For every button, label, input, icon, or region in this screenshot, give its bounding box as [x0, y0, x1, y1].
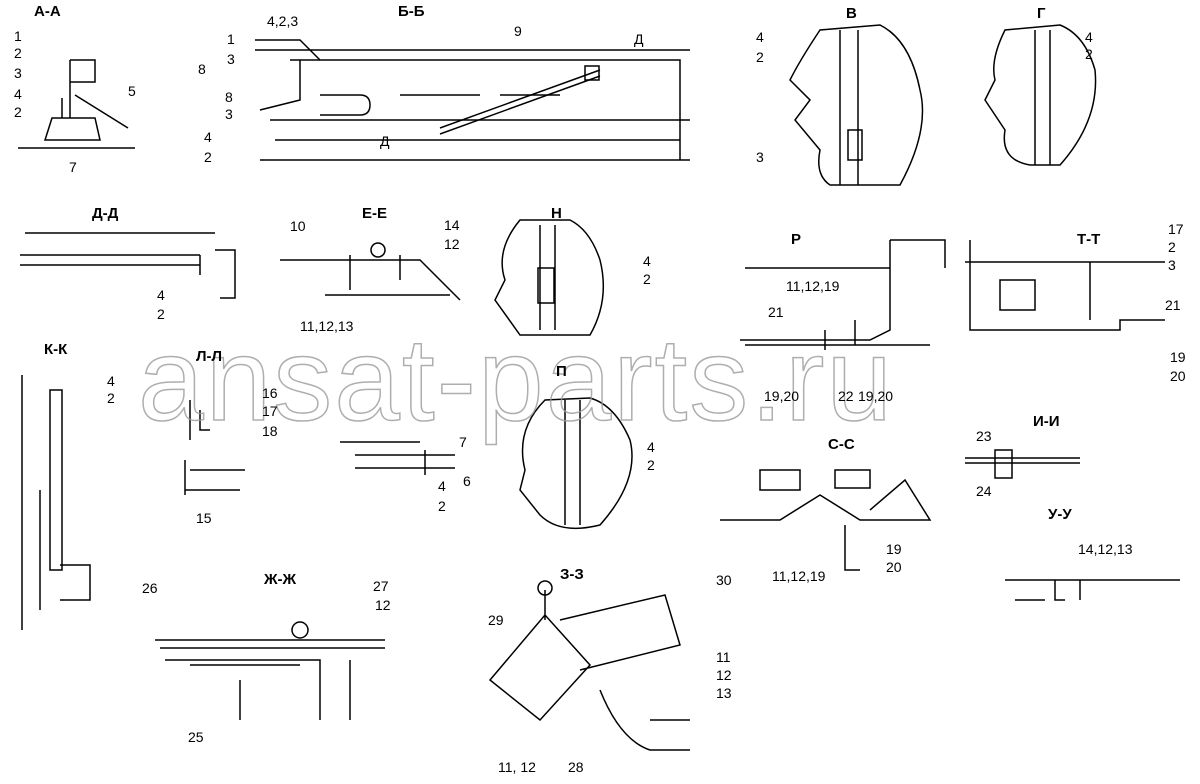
callout-label: Д	[380, 133, 390, 149]
callout-label: 21	[768, 304, 784, 320]
callout-label: 9	[514, 23, 522, 39]
callout-label: 2	[204, 149, 212, 165]
callout-label: 2	[1168, 239, 1176, 255]
section-title: Б-Б	[398, 3, 425, 20]
callout-label: 18	[262, 423, 278, 439]
line-art	[18, 24, 1180, 751]
callout-label: 19,20	[764, 388, 799, 404]
callout-label: 3	[14, 65, 22, 81]
callout-label: 4	[157, 287, 165, 303]
callout-label: 11	[716, 649, 731, 665]
callout-label: 2	[14, 104, 22, 120]
callout-label: 4,2,3	[267, 13, 298, 29]
callout-label: 4	[204, 129, 212, 145]
callout-label: 8	[225, 89, 233, 105]
callout-label: 2	[1085, 46, 1093, 62]
callout-label: 2	[438, 498, 446, 514]
callout-label: 22	[838, 388, 854, 404]
callout-label: 2	[107, 390, 115, 406]
callout-label: 3	[227, 51, 235, 67]
section-title: Т-Т	[1077, 231, 1100, 248]
callout-label: 13	[716, 685, 732, 701]
section-title: Д-Д	[92, 205, 119, 222]
callout-label: 12	[444, 236, 460, 252]
callout-label: 15	[196, 510, 212, 526]
callout-label: 4	[438, 478, 446, 494]
callout-label: 19	[886, 541, 902, 557]
callout-label: 3	[1168, 257, 1176, 273]
callout-label: 26	[142, 580, 158, 596]
callout-label: 2	[14, 45, 22, 61]
callout-label: 19,20	[858, 388, 893, 404]
callout-label: 4	[756, 29, 764, 45]
callout-label: 29	[488, 612, 504, 628]
section-title: Г	[1037, 5, 1046, 22]
callout-label: 11,12,13	[300, 318, 354, 334]
callout-label: 27	[373, 578, 389, 594]
callout-label: 2	[157, 306, 165, 322]
callout-label: 20	[886, 559, 902, 575]
callout-label: 17	[262, 403, 278, 419]
callout-label: 7	[69, 159, 77, 175]
callout-label: 30	[716, 572, 732, 588]
section-title: У-У	[1048, 506, 1072, 523]
section-title: Л-Л	[196, 348, 222, 365]
section-title: А-А	[34, 3, 61, 20]
section-title: И-И	[1033, 413, 1060, 430]
callout-label: 4	[107, 373, 115, 389]
callout-label: 10	[290, 218, 306, 234]
callout-label: 20	[1170, 368, 1186, 384]
callout-label: 4	[14, 86, 22, 102]
callout-label: 2	[647, 457, 655, 473]
callout-label: 7	[459, 434, 467, 450]
section-title: З-З	[560, 566, 584, 583]
watermark: ansat-parts.ru	[138, 314, 894, 446]
callout-label: 28	[568, 759, 584, 775]
callout-label: 4	[643, 253, 651, 269]
section-title: П	[556, 363, 567, 380]
callout-label: 8	[198, 61, 206, 77]
callout-label: 23	[976, 428, 992, 444]
callout-label: 14,12,13	[1078, 541, 1133, 557]
callout-label: 14	[444, 217, 460, 233]
section-title: Р	[791, 231, 801, 248]
section-title: Н	[551, 205, 562, 222]
section-title: К-К	[44, 341, 68, 358]
section-titles: А-А Б-Б В Г Д-Д Е-Е Н Р Т-Т К-К Л-Л П С-С И-И Ж-Ж З-З У-…	[34, 3, 1100, 588]
callout-label: 11,12,19	[772, 568, 826, 584]
callout-label: 4	[1085, 29, 1093, 45]
callout-label: 2	[643, 271, 651, 287]
callout-label: 12	[716, 667, 732, 683]
callout-label: 6	[463, 473, 471, 489]
callout-label: 24	[976, 483, 992, 499]
section-title: С-С	[828, 436, 855, 453]
callout-label: 16	[262, 385, 278, 401]
callout-label: 3	[225, 106, 233, 122]
callout-label: 17	[1168, 221, 1184, 237]
callout-label: 2	[756, 49, 764, 65]
callout-label: 19	[1170, 349, 1186, 365]
callout-label: 21	[1165, 297, 1181, 313]
callout-label: 5	[128, 83, 136, 99]
callout-label: 1	[227, 31, 235, 47]
section-title: В	[846, 5, 857, 22]
section-title: Ж-Ж	[263, 571, 297, 588]
callout-label: 12	[375, 597, 391, 613]
callout-label: Д	[634, 31, 644, 47]
section-title: Е-Е	[362, 205, 387, 222]
callout-label: 1	[14, 28, 22, 44]
callout-label: 25	[188, 729, 204, 745]
callout-label: 4	[647, 439, 655, 455]
callout-label: 11,12,19	[786, 278, 840, 294]
callout-label: 11, 12	[498, 759, 536, 775]
callout-label: 3	[756, 149, 764, 165]
